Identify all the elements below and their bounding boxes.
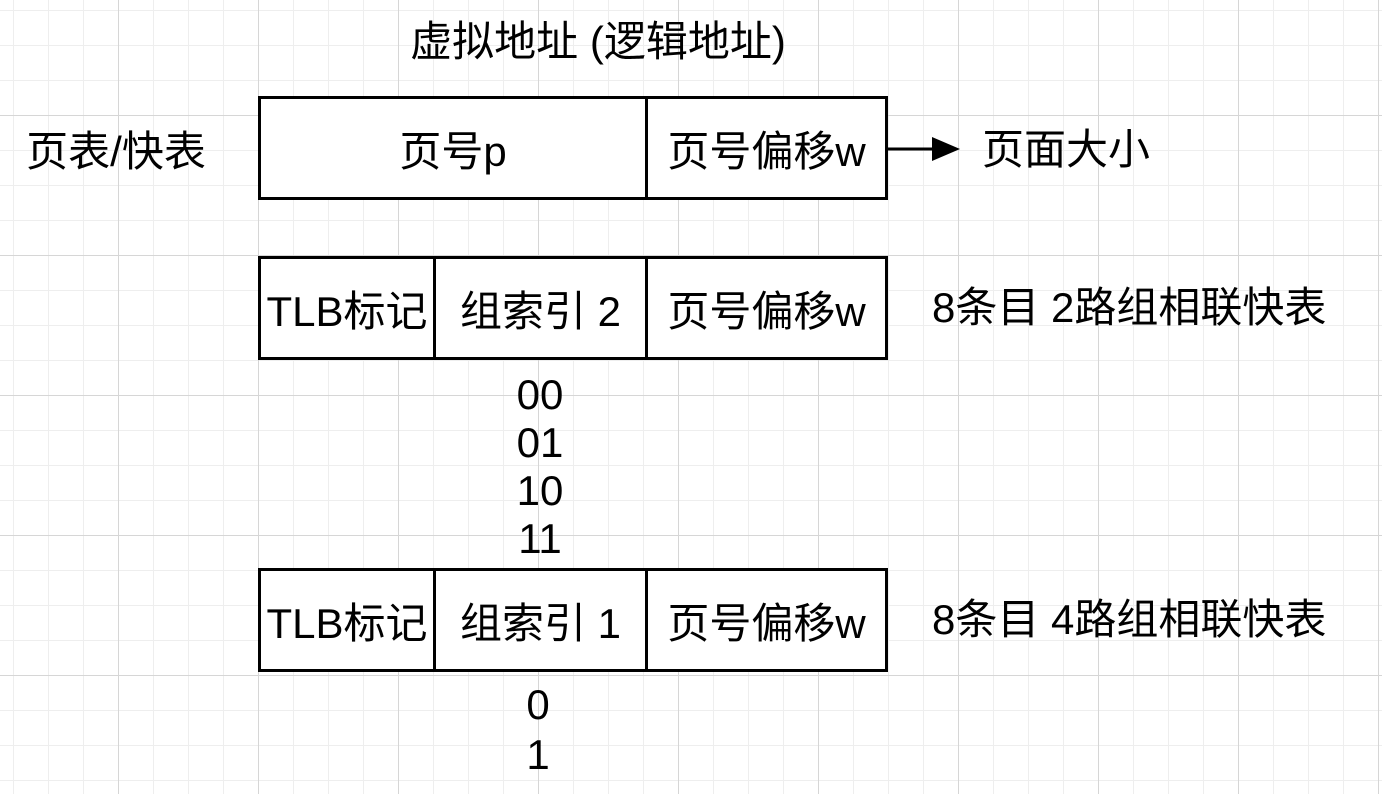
- set-index-value: 01: [516, 419, 564, 466]
- set-index-2-cell: 组索引 2: [433, 259, 645, 357]
- set-index-value: 00: [516, 371, 564, 418]
- tlb-2way-caption: 8条目 2路组相联快表: [932, 284, 1327, 331]
- set-index-value: 11: [518, 515, 562, 562]
- page-size-label: 页面大小: [982, 126, 1151, 173]
- tlb-tag-cell: TLB标记: [266, 599, 428, 647]
- set-index-value: 1: [526, 731, 550, 778]
- arrow-to-page-size-icon: [888, 137, 960, 161]
- tlb-4way-set-indices: 0 1: [478, 680, 598, 780]
- page-offset-cell: 页号偏移w: [645, 99, 885, 197]
- page-offset-cell: 页号偏移w: [645, 259, 885, 357]
- tlb-2way-set-indices: 00 01 10 11: [480, 371, 600, 563]
- page-offset-cell: 页号偏移w: [645, 571, 885, 669]
- page-number-cell: 页号p: [399, 127, 507, 175]
- virtual-address-box: 页号p 页号偏移w: [258, 96, 888, 200]
- set-index-value: 0: [526, 681, 550, 728]
- tlb-4way-box: TLB标记 组索引 1 页号偏移w: [258, 568, 888, 672]
- set-index-value: 10: [516, 467, 564, 514]
- set-index-1-cell: 组索引 1: [433, 571, 645, 669]
- tlb-tag-cell: TLB标记: [266, 287, 428, 335]
- tlb-2way-box: TLB标记 组索引 2 页号偏移w: [258, 256, 888, 360]
- side-label: 页表/快表: [26, 128, 206, 175]
- diagram-title: 虚拟地址 (逻辑地址): [410, 18, 786, 65]
- tlb-4way-caption: 8条目 4路组相联快表: [932, 596, 1327, 643]
